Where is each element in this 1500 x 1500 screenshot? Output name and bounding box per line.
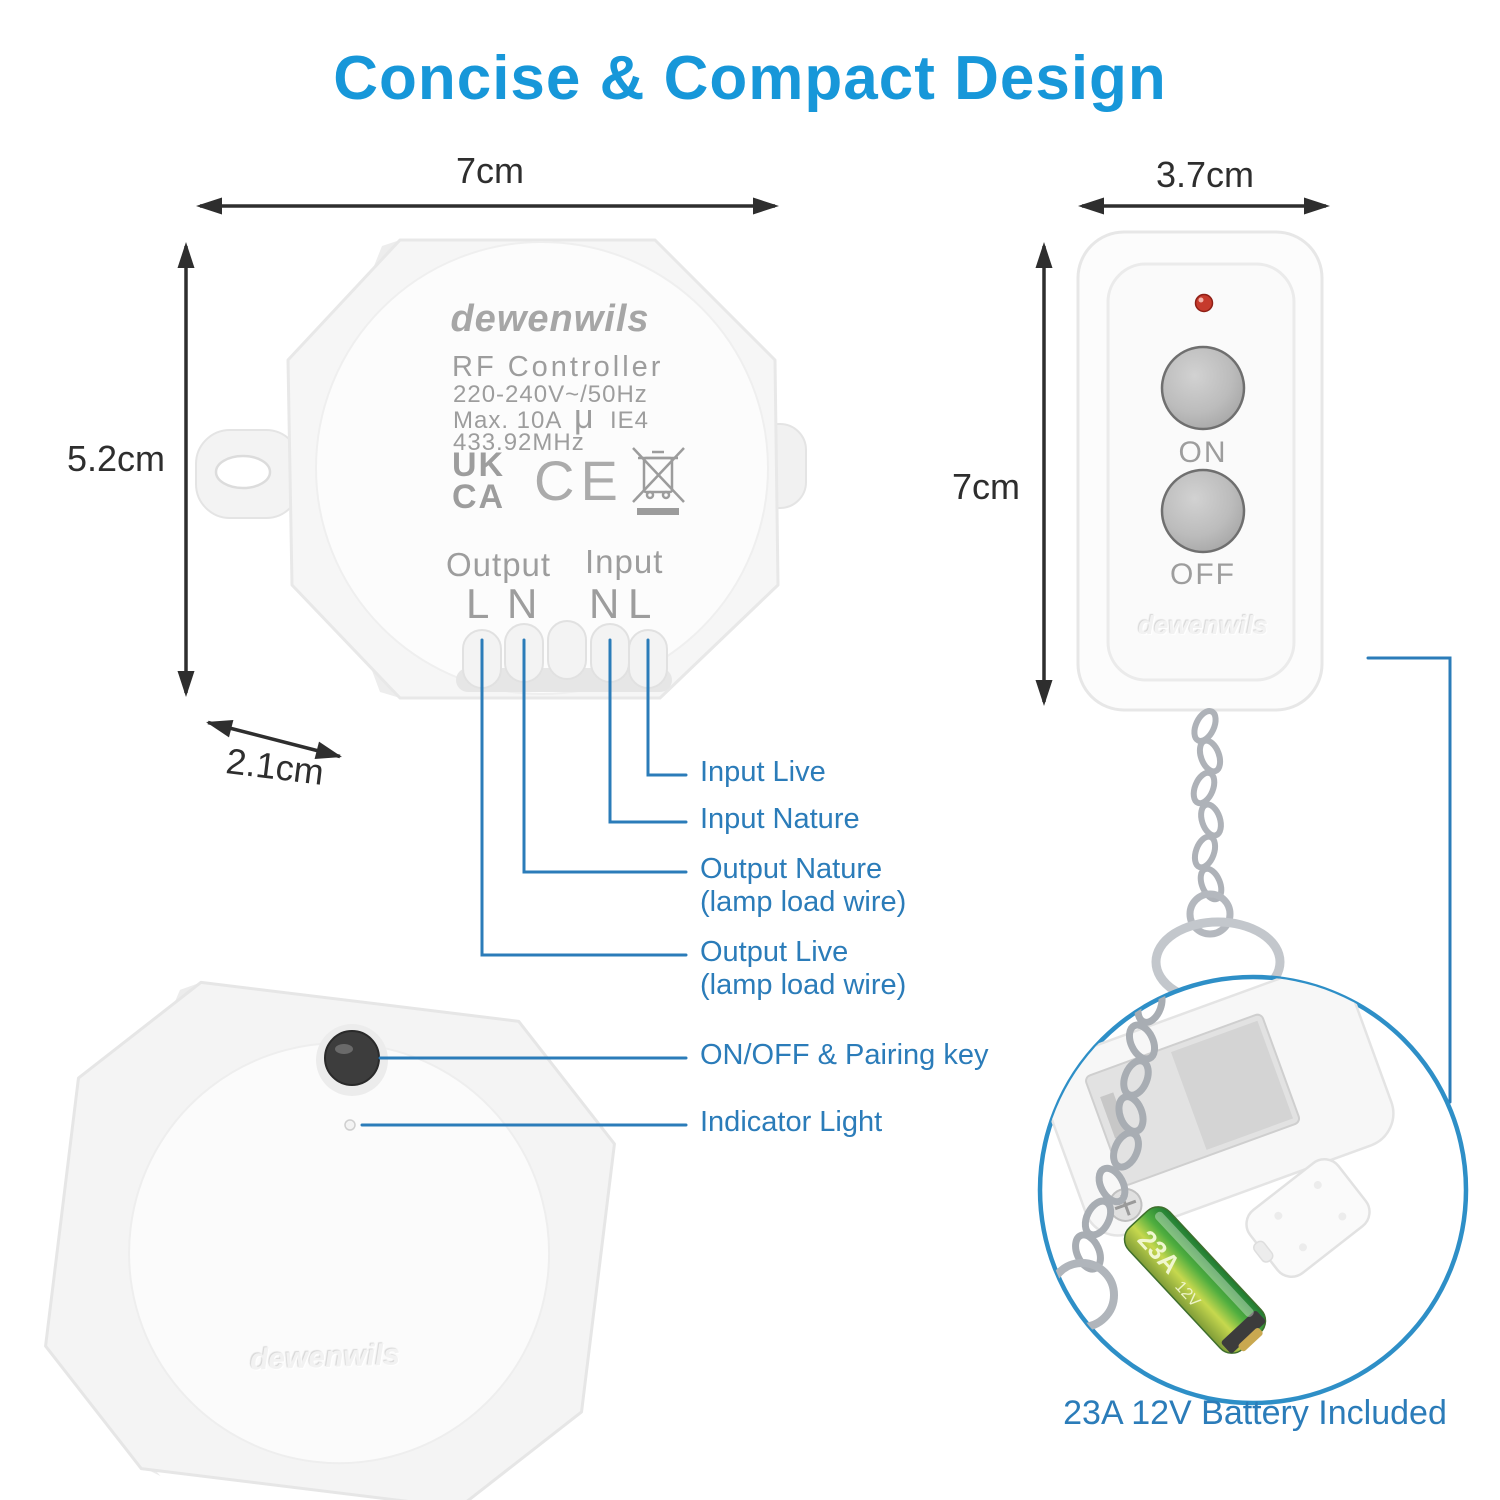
dim-remote-height: 7cm xyxy=(951,466,1020,507)
brand-logo-front: dewenwils xyxy=(450,298,650,340)
led-highlight xyxy=(1198,297,1204,303)
dim-controller-height: 5.2cm xyxy=(66,438,165,479)
callout-input-nature: Input Nature xyxy=(700,803,860,835)
callout-lines xyxy=(360,638,1452,1127)
mounting-hole-left xyxy=(214,454,272,490)
battery-caption: 23A 12V Battery Included xyxy=(1063,1394,1447,1432)
voltage-spec: 220-240V~/50Hz xyxy=(453,381,648,408)
callout-output-live: Output Live xyxy=(700,936,849,968)
line-battery-inset xyxy=(1366,656,1452,1104)
remote-control xyxy=(1076,230,1324,1007)
battery-inset: 23A 12V xyxy=(1037,974,1469,1406)
mu-symbol: μ xyxy=(574,398,594,436)
page-title: Concise & Compact Design xyxy=(333,44,1167,113)
terminal-output-l: L xyxy=(466,580,490,627)
line-input-live xyxy=(646,638,688,777)
off-button xyxy=(1160,468,1246,554)
ie-rating: IE4 xyxy=(610,407,650,434)
callout-output-nature-sub: (lamp load wire) xyxy=(700,886,907,918)
battery-23a: 23A 12V xyxy=(1123,1206,1267,1354)
on-button-label: ON xyxy=(1178,436,1228,469)
callout-output-nature: Output Nature xyxy=(700,853,883,885)
ukca-line1: UK xyxy=(452,446,506,484)
battery-cover xyxy=(1245,1158,1371,1278)
product-name: RF Controller xyxy=(452,351,664,383)
brand-logo-back: dewenwils xyxy=(249,1338,401,1377)
on-button xyxy=(1160,345,1246,431)
line-output-live xyxy=(480,638,688,957)
keychain-link-ring xyxy=(1186,890,1234,938)
device-face xyxy=(315,241,769,695)
ukca-line2: CA xyxy=(452,477,506,516)
led-indicator xyxy=(1194,293,1214,313)
line-input-nature xyxy=(608,638,688,824)
callout-input-live: Input Live xyxy=(700,756,826,788)
dim-remote-width: 3.7cm xyxy=(1155,154,1255,195)
brand-logo-remote: dewenwils xyxy=(1137,610,1269,640)
ce-mark: CE xyxy=(534,449,624,512)
terminal-output-n: N xyxy=(507,580,538,627)
pairing-button-highlight xyxy=(335,1044,353,1054)
callout-indicator-light: Indicator Light xyxy=(700,1106,883,1138)
dimension-arrows-controller xyxy=(177,197,779,759)
controller-back-device xyxy=(44,980,616,1500)
keychain-chain xyxy=(1190,708,1225,903)
terminal-bump-3 xyxy=(547,620,587,680)
dimension-arrows-remote xyxy=(1035,197,1330,706)
ukca-mark: UK CA xyxy=(452,446,506,516)
inset-chain xyxy=(1072,984,1166,1273)
callout-output-live-sub: (lamp load wire) xyxy=(700,969,907,1001)
callout-pairing-key: ON/OFF & Pairing key xyxy=(700,1039,989,1071)
pairing-button xyxy=(324,1030,380,1086)
line-output-nature xyxy=(522,638,688,874)
controller-front-device xyxy=(195,238,807,700)
input-label: Input xyxy=(585,543,664,580)
current-spec: Max. 10A xyxy=(453,407,563,434)
output-label: Output xyxy=(446,546,552,583)
dim-controller-width: 7cm xyxy=(455,150,524,191)
terminal-input-l: L xyxy=(628,580,652,627)
off-button-label: OFF xyxy=(1170,558,1236,591)
indicator-light-dot xyxy=(344,1119,356,1131)
terminal-input-n: N xyxy=(589,580,620,627)
weee-crossed-bin-icon xyxy=(632,447,685,515)
frequency-spec: 433.92MHz xyxy=(453,429,585,456)
